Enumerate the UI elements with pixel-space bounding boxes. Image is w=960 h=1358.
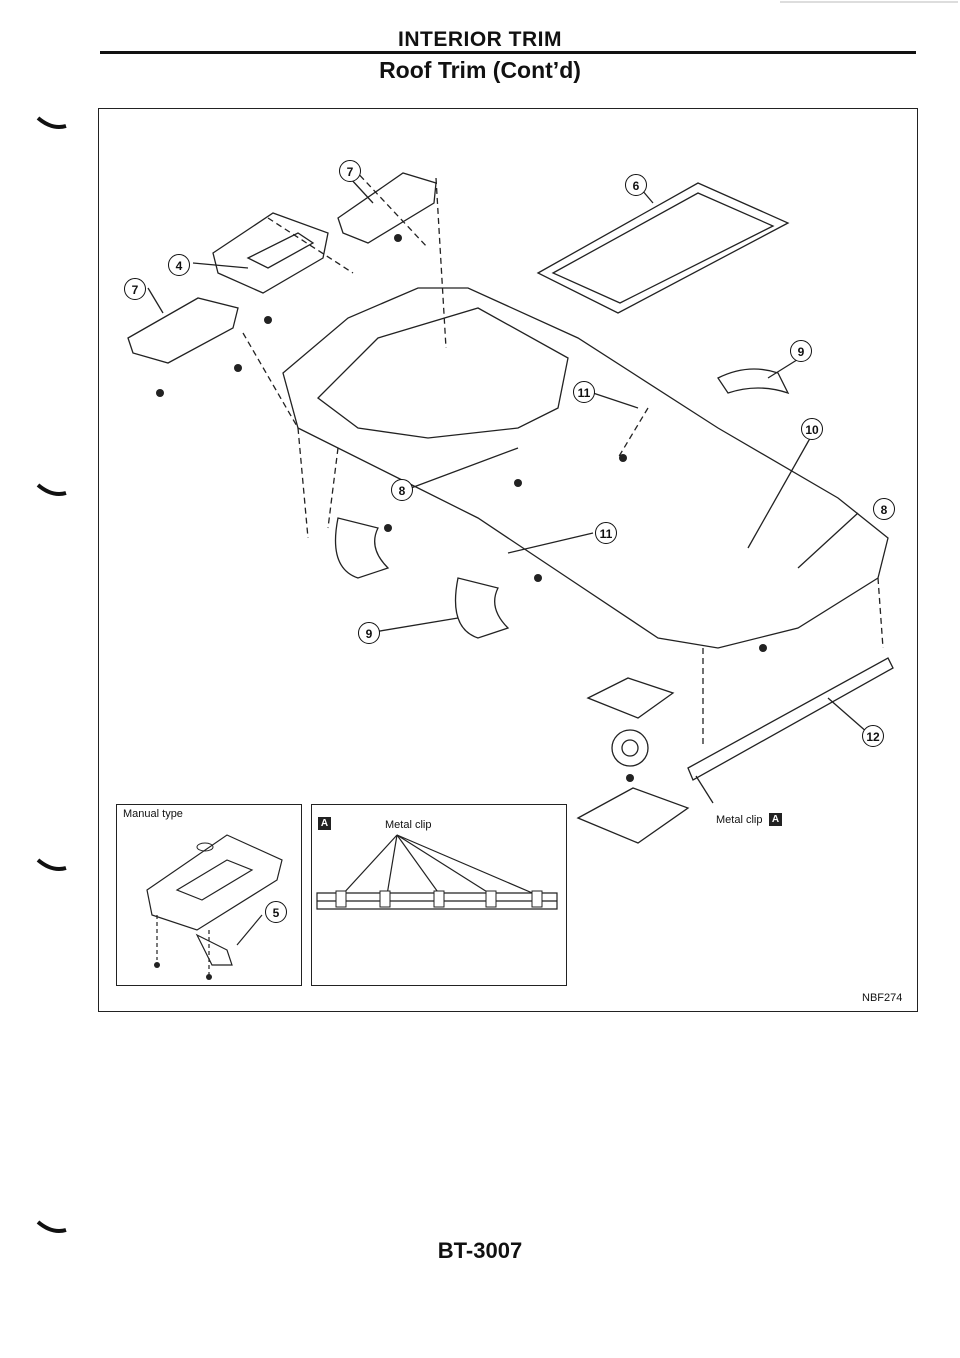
callout-12: 12 [862, 725, 884, 747]
metal-clip-ref-badge: A [769, 813, 782, 826]
figure-frame [98, 108, 918, 1012]
section-title: INTERIOR TRIM [398, 28, 562, 51]
callout-6: 6 [625, 174, 647, 196]
section-subtitle: Roof Trim (Cont’d) [379, 57, 581, 83]
page-number: BT-3007 [437, 1238, 523, 1263]
callout-11-lower: 11 [595, 522, 617, 544]
callout-7-upper: 7 [339, 160, 361, 182]
inset-metal-clip-label: Metal clip [385, 819, 432, 831]
roof-trim-exploded-diagram [127, 167, 894, 844]
figure-code: NBF274 [862, 992, 903, 1004]
callout-9-lower: 9 [358, 622, 380, 644]
callout-5: 5 [265, 901, 287, 923]
header-rule [100, 51, 916, 54]
callout-11-upper: 11 [573, 381, 595, 403]
callout-8-right: 8 [873, 498, 895, 520]
callout-8-left: 8 [391, 479, 413, 501]
metal-clip-label: Metal clip [716, 814, 763, 826]
manual-type-label: Manual type [123, 808, 183, 820]
callout-4: 4 [168, 254, 190, 276]
metal-clip-strip-drawing [316, 834, 558, 910]
callout-9-right: 9 [790, 340, 812, 362]
callout-7-left: 7 [124, 278, 146, 300]
metal-clip-inset: A Metal clip [311, 804, 567, 986]
inset-a-badge: A [318, 817, 331, 830]
manual-type-inset: Manual type 5 [116, 804, 302, 986]
callout-10: 10 [801, 418, 823, 440]
manual-type-drawing [146, 834, 283, 980]
